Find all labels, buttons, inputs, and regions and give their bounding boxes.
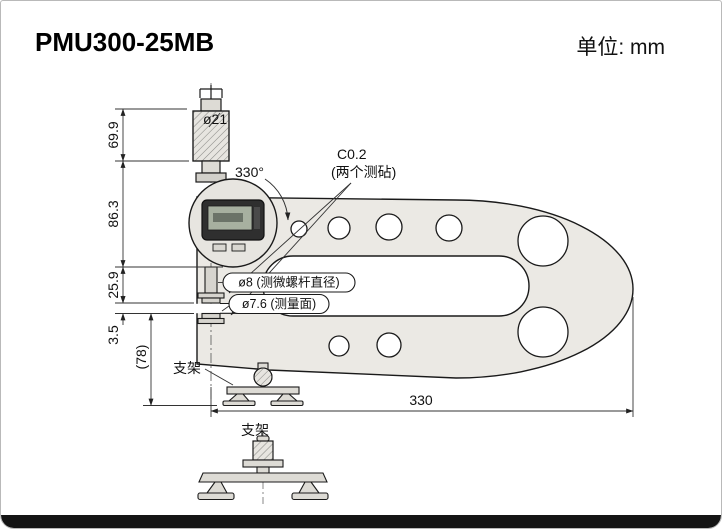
leader-stand-main [204, 368, 234, 386]
spindle-stem [201, 160, 221, 174]
dim-anvil-gap: 3.5 [105, 325, 121, 345]
detail-collar [242, 459, 284, 468]
function-button-left [212, 243, 227, 252]
side-button-strip [254, 207, 260, 229]
dimension-left-chain [115, 108, 223, 406]
label-stand-detail: 支架 [241, 422, 269, 438]
dim-stand-height: (78) [133, 345, 149, 370]
function-button-right [231, 243, 246, 252]
stand-leg-right [275, 393, 299, 402]
lower-anvil-face [201, 312, 221, 320]
frame-holes [290, 213, 569, 358]
dim-thimble-height: 69.9 [105, 121, 121, 148]
label-spindle-diameter: ø8 (测微螺杆直径) [238, 276, 339, 290]
detail-screw-cap [256, 435, 270, 442]
unit-label: 单位: mm [576, 36, 665, 59]
detail-bench [198, 472, 328, 483]
detail-foot-left [197, 492, 235, 501]
label-display-rotation: 330° [235, 164, 264, 180]
lower-anvil-flange [197, 317, 225, 325]
boxed-label-spindle: ø8 (测微螺杆直径) [218, 272, 356, 293]
lock-nut [195, 172, 227, 183]
sheet-metal-frame [196, 196, 634, 379]
detail-leg-right [298, 481, 321, 494]
card-bottom-border [1, 515, 721, 528]
rotation-arc [264, 178, 291, 221]
boxed-label-face: ø7.6 (测量面) [221, 293, 330, 315]
upper-anvil-flange [197, 292, 225, 299]
detail-neck [256, 466, 270, 474]
thimble-knurl [192, 110, 230, 162]
stand-foot-right [270, 400, 304, 407]
model-number: PMU300-25MB [35, 27, 215, 57]
dim-body-height: 86.3 [105, 200, 121, 227]
digital-display-body [188, 178, 278, 268]
label-measuring-face: ø7.6 (测量面) [242, 297, 316, 311]
detail-leg-left [205, 481, 228, 494]
label-chamfer-note: (两个测砧) [331, 164, 396, 180]
stand-bench [226, 386, 300, 395]
stand-detail-view: 支架 [197, 422, 329, 504]
detail-screw-knurl [252, 440, 274, 461]
dimension-frame-depth [210, 297, 634, 417]
dim-frame-depth-value: 330 [409, 392, 433, 408]
lcd-digits [213, 213, 243, 222]
stand-main-view [222, 362, 304, 407]
ratchet-cap [200, 98, 222, 112]
stand-foot-left [222, 400, 256, 407]
dim-throat-clearance: 25.9 [105, 271, 121, 298]
label-chamfer: C0.2 [337, 146, 367, 162]
stand-leg-left [227, 393, 251, 402]
leader-top-diameter [208, 112, 221, 128]
upper-anvil-face [201, 297, 221, 304]
stand-knob-knurl [253, 367, 273, 387]
spindle-and-anvils [197, 266, 225, 325]
detail-foot-right [291, 492, 329, 501]
spindle [204, 266, 218, 294]
micrometer-head [192, 85, 230, 183]
label-stand-main: 支架 [173, 360, 201, 376]
